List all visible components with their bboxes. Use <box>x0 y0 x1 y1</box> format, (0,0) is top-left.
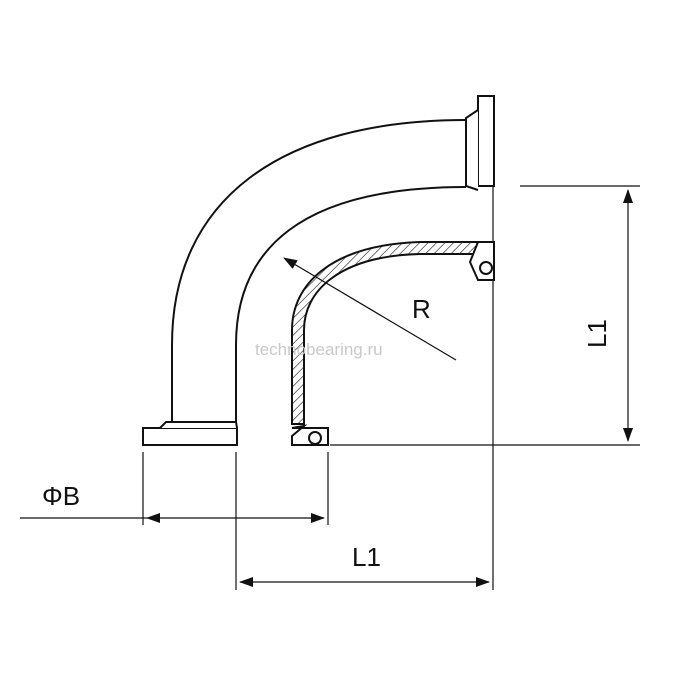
bottom-flange <box>142 421 329 446</box>
bottom-gasket-groove <box>308 431 322 445</box>
dim-radius <box>283 257 457 361</box>
hatched-wall <box>291 241 491 425</box>
label-l1-horizontal: L1 <box>352 542 381 572</box>
inner-bend-line <box>235 186 467 422</box>
watermark: technobearing.ru <box>255 340 383 359</box>
bottom-flange-ring <box>142 427 238 446</box>
label-l1-vertical: L1 <box>582 319 612 348</box>
label-radius: R <box>412 294 431 324</box>
top-flange-ring <box>477 95 495 187</box>
top-gasket-groove <box>479 261 493 275</box>
top-flange-neck <box>465 109 479 191</box>
bottom-flange-neck <box>159 421 238 429</box>
dimension-lines <box>20 189 633 587</box>
label-diameter: ΦB <box>42 481 80 511</box>
top-flange <box>465 95 495 281</box>
wall-section <box>291 241 491 425</box>
outer-bend-line <box>171 119 467 422</box>
